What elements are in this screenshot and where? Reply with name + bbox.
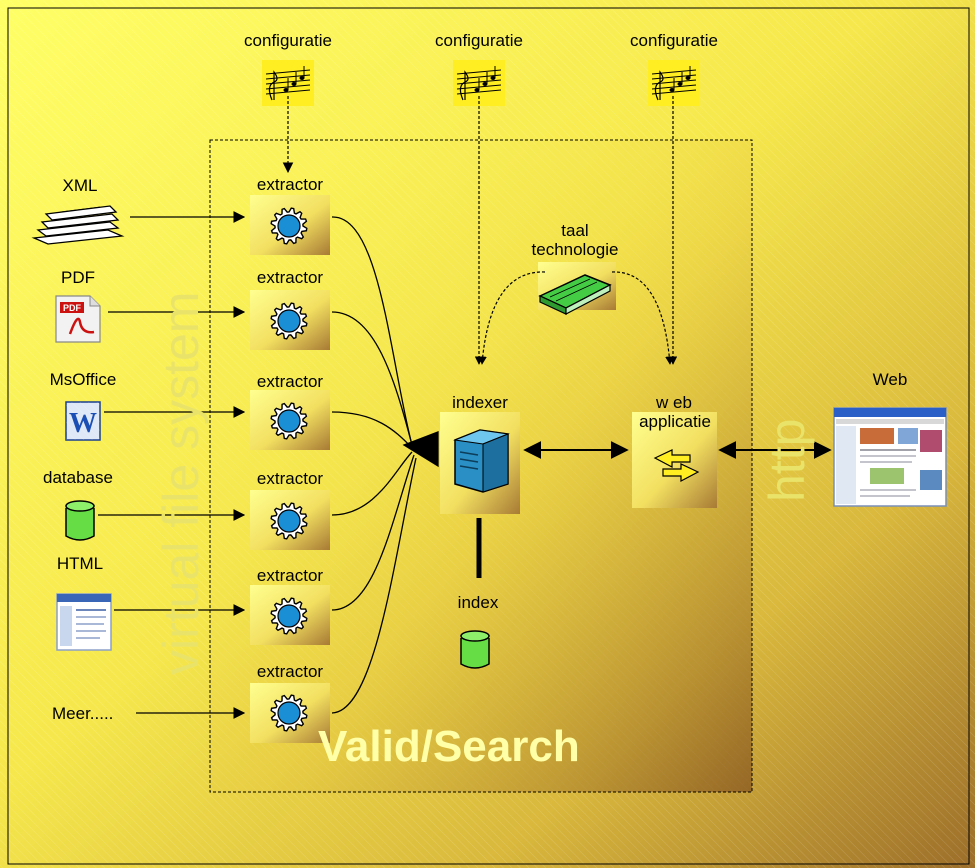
indexer-label: indexer [452, 393, 508, 412]
config-label-3: configuratie [630, 31, 718, 50]
taal-label-line1: taal [561, 221, 589, 240]
config-label-1: configuratie [244, 31, 332, 50]
source-arrows [98, 211, 246, 719]
index-label: index [457, 593, 499, 612]
extractor-label-4: extractor [256, 469, 324, 488]
book-icon [538, 274, 612, 315]
config-arrows [282, 96, 678, 365]
source-label-pdf: PDF [61, 268, 95, 287]
source-label-msoffice: MsOffice [49, 370, 117, 389]
config-label-2: configuratie [435, 31, 523, 50]
webpage-thumbnail-icon [56, 593, 112, 651]
database-icon [65, 500, 95, 541]
pdf-file-icon: PDF [55, 295, 101, 343]
extractor-label-1: extractor [256, 175, 324, 194]
web-browser-icon [833, 407, 947, 507]
word-document-icon: W [65, 401, 101, 441]
gear-hub [277, 309, 301, 333]
svg-text:W: W [69, 408, 97, 439]
brand-title: Valid/Search [318, 722, 580, 771]
svg-text:PDF: PDF [63, 303, 82, 313]
gear-hub [277, 509, 301, 533]
gear-icons [270, 207, 308, 732]
source-label-html: HTML [56, 554, 104, 573]
documents-stack-icon [31, 205, 125, 245]
webapp-label-line1: w eb [656, 393, 692, 412]
taal-label-line2: technologie [531, 240, 619, 259]
index-database-icon [460, 630, 490, 669]
config-note-icon [648, 60, 700, 106]
gear-hub [277, 409, 301, 433]
extractor-label-3: extractor [256, 372, 324, 391]
virtual-file-system-label: virtual file system [153, 291, 209, 675]
web-label: Web [872, 370, 908, 389]
extractor-label-6: extractor [256, 662, 324, 681]
gear-hub [277, 214, 301, 238]
source-label-database: database [43, 468, 113, 487]
extractor-label-2: extractor [256, 268, 324, 287]
exchange-arrows-icon [653, 449, 700, 482]
webapp-label-line2: applicatie [639, 412, 711, 431]
extractor-to-indexer-curves [331, 216, 439, 714]
server-icon [453, 429, 510, 493]
extractor-label-5: extractor [256, 566, 324, 585]
extractor-tiles [250, 195, 330, 743]
config-note-icon [453, 60, 505, 106]
http-label: http [759, 418, 815, 502]
config-note-icon [262, 60, 314, 106]
gear-hub [277, 604, 301, 628]
gear-hub [277, 701, 301, 725]
source-label-meer: Meer..... [52, 704, 114, 723]
source-label-xml: XML [62, 176, 98, 195]
